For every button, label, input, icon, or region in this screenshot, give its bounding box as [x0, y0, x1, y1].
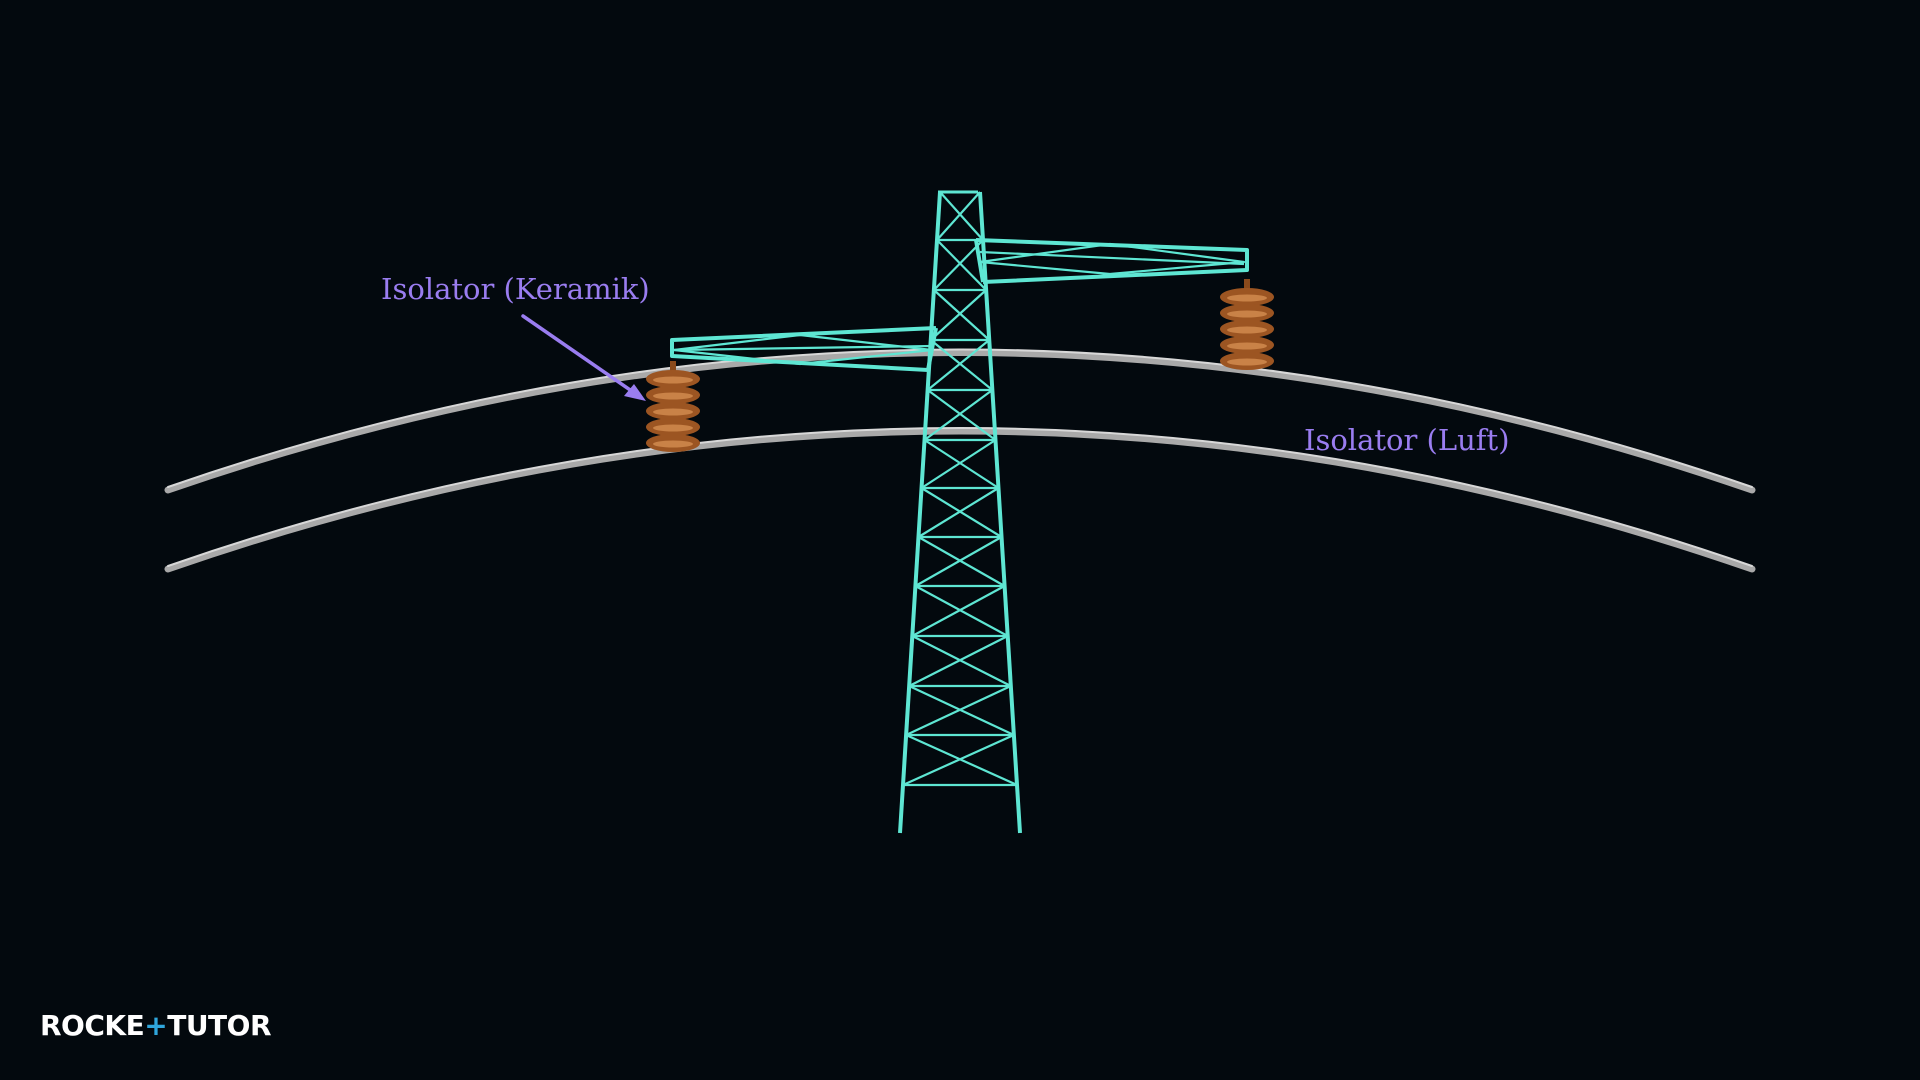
lattice-diagonal: [911, 585, 1006, 637]
logo-text-r: R: [249, 1009, 272, 1042]
pylon-right-leg: [978, 191, 1022, 834]
lattice-diagonal: [902, 733, 1015, 787]
lattice-diagonal: [914, 585, 1009, 637]
upper-cable-highlight: [167, 348, 1753, 488]
lattice-diagonal: [930, 289, 987, 341]
insulator-disc-highlight: [653, 376, 693, 384]
power-cables: [164, 348, 1756, 573]
lattice-diagonal: [936, 191, 981, 241]
lattice-diagonal: [933, 289, 990, 341]
lattice-diagonal: [923, 389, 994, 441]
lattice-diagonal: [933, 239, 984, 291]
ceramic-insulator-stack-icon: [646, 361, 700, 452]
upper-cable: [164, 349, 1756, 494]
lattice-diagonal: [923, 439, 1000, 489]
insulator-disc-highlight: [1227, 358, 1267, 366]
lattice-diagonal: [905, 733, 1018, 787]
rocket-tutor-logo: ROCKE+TUTOR: [40, 1009, 272, 1043]
insulator-disc-highlight: [1227, 310, 1267, 318]
insulator-disc-highlight: [653, 408, 693, 416]
logo-plus-icon: +: [144, 1009, 168, 1042]
insulator-disc-highlight: [653, 424, 693, 432]
lattice-diagonal: [914, 536, 1003, 587]
lattice-diagonal: [908, 685, 1015, 736]
lattice-diagonal: [936, 239, 987, 291]
logo-text-rocke: ROCKE: [40, 1009, 145, 1042]
insulator-disc-highlight: [653, 440, 693, 448]
lower-cable-highlight: [167, 427, 1753, 567]
lattice-diagonal: [920, 487, 1003, 538]
lattice-diagonal: [917, 487, 1000, 538]
pylon-lattice: [902, 191, 1018, 787]
lattice-diagonal: [926, 389, 997, 441]
pylon-left-leg: [898, 191, 942, 834]
lattice-diagonal: [911, 635, 1012, 687]
pointer-arrow: [521, 314, 646, 401]
lattice-diagonal: [930, 339, 994, 391]
logo-text-tuto: TUTO: [167, 1009, 250, 1042]
lower-cable: [164, 427, 1756, 573]
label-ceramic-insulator: Isolator (Keramik): [381, 272, 650, 306]
lattice-diagonal: [920, 439, 997, 489]
lattice-diagonal: [926, 339, 990, 391]
right-cross-arm: [974, 238, 1249, 284]
insulator-pin: [1244, 279, 1250, 293]
insulator-disc-highlight: [1227, 326, 1267, 334]
insulator-pin: [670, 361, 676, 375]
lattice-diagonal: [939, 191, 984, 241]
lattice-diagonal: [905, 685, 1012, 736]
insulator-disc-highlight: [653, 392, 693, 400]
lattice-diagonal: [917, 536, 1006, 587]
left-cross-arm: [670, 326, 938, 372]
lattice-pylon-icon: [670, 190, 1249, 834]
lattice-diagonal: [908, 635, 1009, 687]
insulator-disc-highlight: [1227, 294, 1267, 302]
label-air-insulator: Isolator (Luft): [1304, 423, 1510, 457]
ceramic-insulator-stack-icon: [1220, 279, 1274, 370]
insulator-disc-highlight: [1227, 342, 1267, 350]
